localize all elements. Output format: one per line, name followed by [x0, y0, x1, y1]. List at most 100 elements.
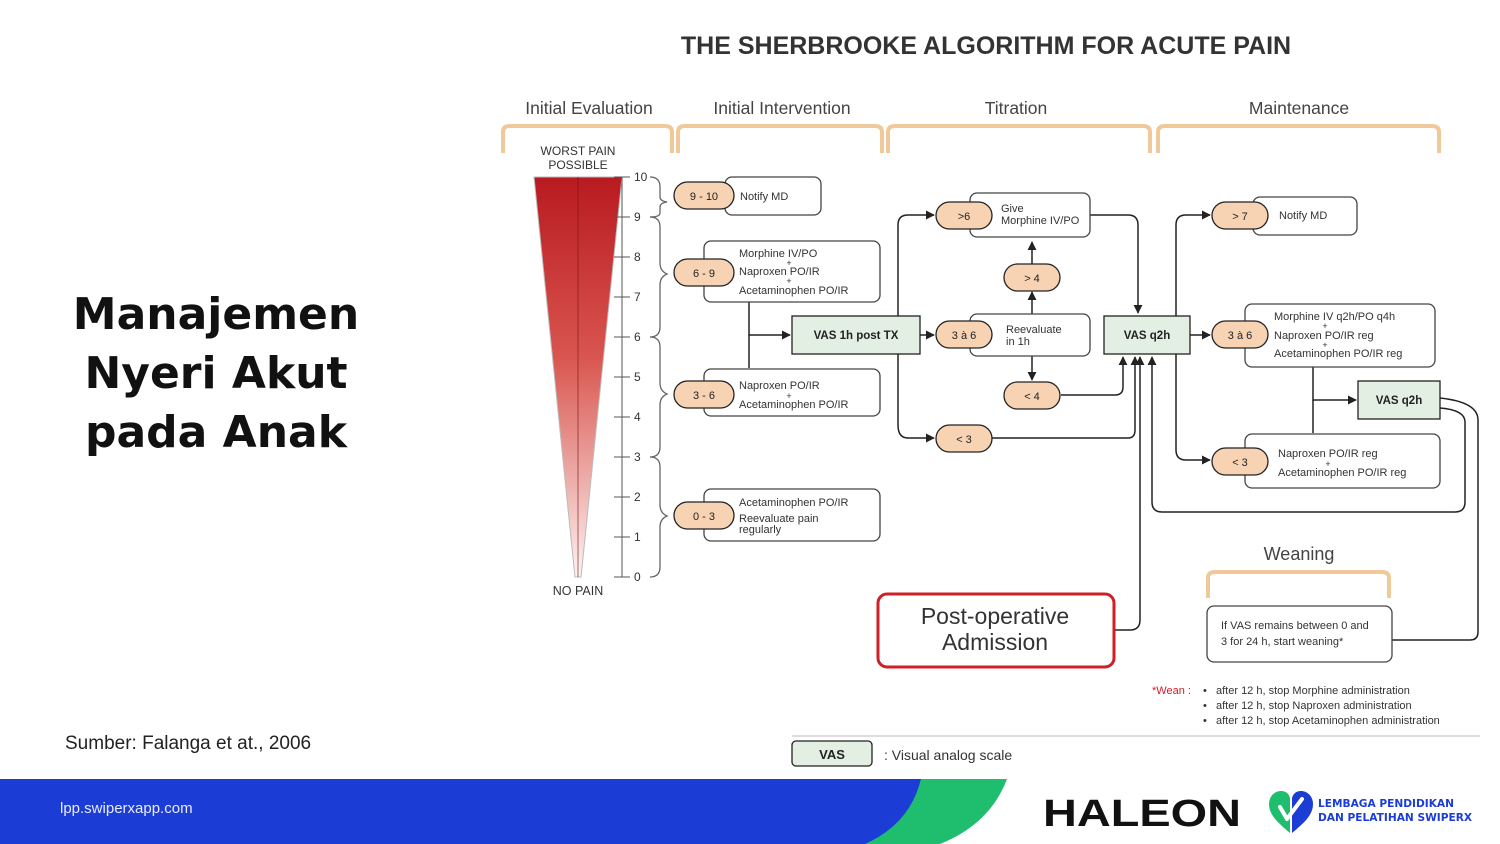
range-3-6: 3 - 6	[693, 390, 715, 402]
brace-6-9	[649, 216, 669, 338]
pill-lt3-maintenance	[1211, 447, 1269, 476]
r2-plus1: +	[786, 258, 791, 268]
titration-gt4: > 4	[1024, 273, 1040, 285]
bracket-titration	[886, 124, 1152, 153]
connector-lt3-to-vasq2h	[975, 356, 1140, 439]
connector-give-to-vasq2h	[1090, 214, 1143, 314]
brace-3-6	[649, 336, 669, 458]
sherbrooke-algorithm-diagram: THE SHERBROOKE ALGORITHM FOR ACUTE PAIN …	[501, 32, 1480, 767]
range-6-9: 6 - 9	[693, 268, 715, 280]
postop-line1: Post-operative	[921, 603, 1069, 629]
connector-morphine-to-vasq2h-b	[1312, 367, 1357, 405]
legend-vas-box	[791, 740, 873, 767]
maintenance-notify-md: Notify MD	[1279, 210, 1327, 222]
r3-line2: Acetaminophen PO/IR	[739, 399, 849, 411]
legend-vas-abbr: VAS	[819, 747, 845, 762]
connector-vasq2h-to-gt7	[1175, 210, 1211, 335]
scale-tick-label: 4	[634, 410, 641, 424]
connector-vas1h-to-lt3	[897, 335, 935, 443]
titration-lt4: < 4	[1024, 391, 1040, 403]
connector-lt4-to-vasq2h	[1061, 356, 1128, 396]
maintenance-3a6: 3 à 6	[1228, 330, 1252, 342]
pill-0-3	[673, 501, 735, 530]
scale-tick-label: 2	[634, 490, 641, 504]
title-line-2: Nyeri Akut	[84, 348, 348, 399]
slide-title: Manajemen Nyeri Akut pada Anak	[40, 285, 392, 462]
connector-vasq2h-to-lt3	[1175, 335, 1211, 465]
scale-bottom-label: NO PAIN	[553, 584, 603, 598]
scale-tick-label: 8	[634, 250, 641, 264]
lpp-line-2: DAN PELATIHAN SWIPERX	[1318, 812, 1473, 824]
wean-note-label: *Wean :	[1152, 685, 1191, 697]
pill-3a6-maintenance	[1211, 320, 1269, 349]
weaning-line1: If VAS remains between 0 and	[1221, 620, 1369, 632]
box-maintenance-lt3-meds	[1244, 433, 1441, 489]
r2-plus2: +	[786, 276, 791, 286]
pill-9-10	[673, 181, 735, 210]
r2-line3: Acetaminophen PO/IR	[739, 285, 849, 297]
box-vas-1h	[791, 315, 921, 355]
scale-tick-label: 0	[634, 570, 641, 584]
footer-blue-shape	[0, 779, 921, 844]
scale-tick-label: 3	[634, 450, 641, 464]
pill-3a6-titration	[935, 320, 993, 349]
footer-green-accent	[860, 779, 1007, 844]
footer-url[interactable]: lpp.swiperxapp.com	[60, 800, 193, 817]
phase-initial-intervention: Initial Intervention	[713, 98, 850, 118]
weaning-line2: 3 for 24 h, start weaning*	[1221, 636, 1344, 648]
box-postop-admission	[876, 592, 1116, 669]
phase-maintenance: Maintenance	[1249, 98, 1349, 118]
titration-lt3: < 3	[956, 434, 972, 446]
r1-notify-md: Notify MD	[740, 191, 788, 203]
vas-q2h-maintenance-label: VAS q2h	[1376, 395, 1422, 407]
give-line2: Morphine IV/PO	[1001, 215, 1080, 227]
bracket-initial-intervention	[676, 124, 884, 153]
reeval-line1: Reevaluate	[1006, 324, 1062, 336]
wean-item-3: after 12 h, stop Acetaminophen administr…	[1216, 715, 1440, 727]
title-line-1: Manajemen	[72, 289, 360, 340]
pill-3-6	[673, 380, 735, 409]
maintenance-n-line1: Naproxen PO/IR reg	[1278, 448, 1378, 460]
r3-line1: Naproxen PO/IR	[739, 380, 820, 392]
pill-gt4	[1003, 263, 1061, 292]
box-vas-q2h	[1103, 315, 1191, 355]
diagram-title: THE SHERBROOKE ALGORITHM FOR ACUTE PAIN	[681, 32, 1291, 60]
vas-q2h-label: VAS q2h	[1124, 330, 1170, 342]
source-citation: Sumber: Falanga et at., 2006	[65, 733, 312, 754]
wean-bullet-3: •	[1203, 715, 1207, 727]
lpp-text: LEMBAGA PENDIDIKAN DAN PELATIHAN SWIPERX	[1318, 797, 1472, 825]
r2-line2: Naproxen PO/IR	[739, 266, 820, 278]
box-vas-q2h-maintenance	[1357, 380, 1441, 420]
connector-postop-to-vasq2h	[1114, 356, 1145, 631]
phase-weaning: Weaning	[1264, 544, 1335, 564]
wean-item-2: after 12 h, stop Naproxen administration	[1216, 700, 1412, 712]
r3-plus: +	[786, 391, 791, 401]
wean-bullet-1: •	[1203, 685, 1207, 697]
pill-lt3-titration	[935, 424, 993, 453]
haleon-wordmark: HALEON	[1043, 793, 1241, 831]
scale-tick-label: 9	[634, 210, 641, 224]
r2-line1: Morphine IV/PO	[739, 248, 818, 260]
phase-titration: Titration	[985, 98, 1048, 118]
pill-gt7	[1211, 201, 1269, 230]
maintenance-m-line3: Acetaminophen PO/IR reg	[1274, 348, 1402, 360]
r4-line3: regularly	[739, 524, 782, 536]
maintenance-n-line2: Acetaminophen PO/IR reg	[1278, 467, 1406, 479]
titration-3a6: 3 à 6	[952, 330, 976, 342]
bracket-maintenance	[1156, 124, 1441, 153]
maintenance-m-plus2: +	[1322, 340, 1327, 350]
maintenance-n-plus: +	[1325, 459, 1330, 469]
maintenance-m-line1: Morphine IV q2h/PO q4h	[1274, 311, 1395, 323]
range-0-3: 0 - 3	[693, 511, 715, 523]
maintenance-gt7: > 7	[1232, 211, 1248, 223]
bracket-initial-evaluation	[501, 124, 674, 153]
connector-loop-back	[1147, 356, 1466, 513]
connector-to-weaning	[1365, 397, 1479, 645]
scale-top-label-2: POSSIBLE	[548, 158, 607, 172]
postop-line2: Admission	[942, 629, 1048, 655]
reeval-line2: in 1h	[1006, 336, 1030, 348]
scale-tick-label: 10	[634, 170, 648, 184]
footer-band	[0, 779, 1007, 844]
maintenance-m-line2: Naproxen PO/IR reg	[1274, 330, 1374, 342]
